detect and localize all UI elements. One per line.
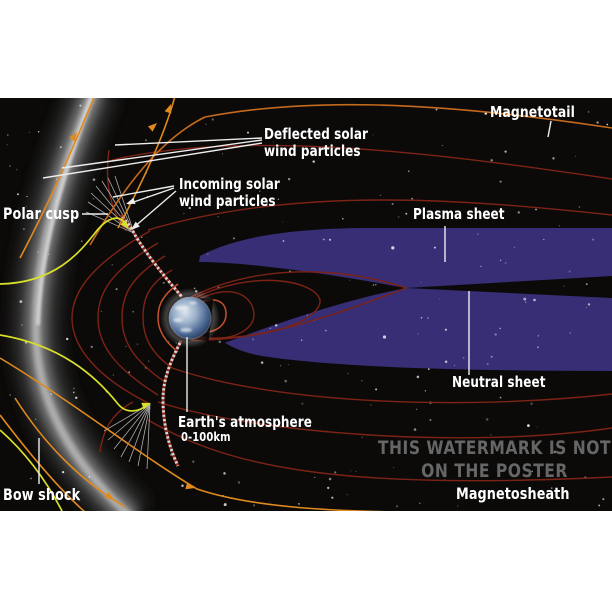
plasma-sheet-region [195,228,612,371]
magnetic-field-lines [71,144,612,482]
label-deflected-line2: wind particles [264,142,361,161]
watermark-line1: THIS WATERMARK IS NOT [377,438,612,459]
label-pointer-lines [38,120,552,484]
magnetotail-field-line [111,144,612,180]
label-polar-cusp: Polar cusp [3,204,80,223]
incoming-flow-lines [0,217,148,511]
neutral-sheet-gap [406,276,612,298]
deflected-flow-lines [0,98,612,511]
watermark-text: THIS WATERMARK IS NOT ON THE POSTER [375,437,612,483]
label-plasma-sheet: Plasma sheet [413,205,505,223]
earth [160,288,220,348]
label-incoming-line2: wind particles [179,192,276,211]
incoming-pointer-line [132,190,177,229]
incoming-pointer-line [112,185,175,198]
solar-wind-flow-lines [0,98,612,511]
magnetotail-pointer-line [547,120,552,138]
label-incoming-solar-wind: Incoming solar wind particles [179,175,280,211]
incoming-pointer-line [127,187,175,205]
flow-arrowheads [69,104,195,500]
label-deflected-line1: Deflected solar [264,125,369,143]
bow-shock-arc [15,98,146,511]
label-magnetotail: Magnetotail [490,103,575,121]
label-neutral-sheet: Neutral sheet [452,373,546,391]
earth-night-side [187,297,214,342]
label-earth-atmosphere-range: 0-100km [181,429,231,444]
label-deflected-solar-wind: Deflected solar wind particles [264,125,369,161]
watermark-line2: ON THE POSTER [421,461,568,482]
deflected-pointer-line [114,137,263,146]
inner-magnetosphere-cavity [195,262,406,347]
deflected-pointer-line [42,142,263,179]
deflected-pointer-line [61,139,263,169]
incoming-arrowheads [120,219,151,410]
label-magnetosheath: Magnetosheath [456,484,570,503]
label-incoming-line1: Incoming solar [179,175,280,193]
label-earth-atmosphere: Earth's atmosphere [178,413,312,431]
label-bow-shock: Bow shock [3,485,81,504]
